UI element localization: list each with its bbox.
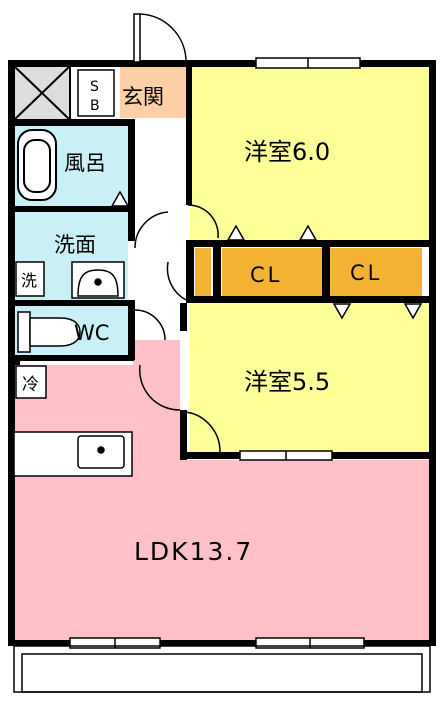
wall-western1-left (186, 60, 192, 205)
outer-wall-left (8, 60, 15, 646)
western-room-1-area (190, 66, 430, 241)
closet-2-area (330, 248, 422, 296)
wall-ldk-top-left (14, 361, 20, 365)
wall-closet-div-2 (322, 240, 330, 303)
shoe-box (77, 69, 115, 117)
meter-box-cross-2 (13, 65, 71, 121)
wall-entrance-bottom (14, 119, 134, 126)
fridge-mark: 冷 (22, 375, 39, 395)
wall-toilet-bottom (14, 355, 134, 361)
toilet (17, 311, 81, 353)
closet-1-area (222, 248, 322, 296)
wall-wet-right-lower (128, 300, 135, 360)
outer-wall-right (429, 60, 436, 646)
closet-2-label: CL (350, 261, 382, 285)
toilet-door (134, 309, 166, 341)
closet-1-label: CL (250, 263, 282, 287)
outer-wall-bottom (8, 640, 436, 646)
wall-closet-left (186, 240, 194, 303)
kitchen-counter (13, 431, 133, 477)
washroom-label: 洗面 (54, 233, 96, 257)
wall-bath-bottom (14, 206, 134, 212)
western2-ldk-door (185, 411, 221, 453)
shoe-box-mark-top: S (90, 79, 99, 95)
washer-box (15, 261, 45, 297)
ldk-label: LDK13.7 (134, 537, 253, 566)
wash-door (134, 211, 169, 249)
entrance-label: 玄関 (122, 85, 164, 109)
bathtub (17, 129, 57, 201)
wall-wet-right (128, 119, 135, 241)
shoe-box-mark-bottom: B (90, 98, 100, 114)
western1-door (187, 204, 219, 239)
western2-door (166, 261, 187, 301)
entrance-area (120, 66, 186, 118)
wall-western2-left (180, 303, 187, 331)
closet-strip-left (195, 248, 211, 296)
bath-label: 風呂 (64, 151, 106, 175)
washer-mark: 洗 (21, 271, 37, 290)
front-door (133, 13, 187, 63)
wall-western2-left-lower (180, 410, 187, 460)
wall-wash-bottom (14, 300, 134, 306)
fridge-box (15, 365, 47, 399)
wall-closet-bottom (186, 296, 436, 303)
wash-basin (71, 261, 125, 299)
wall-closet-div-1 (213, 240, 221, 303)
outer-wall-top-left (8, 60, 188, 67)
window-western2-bottom (239, 450, 333, 461)
window-top (255, 57, 361, 69)
balcony (13, 645, 431, 693)
wall-closet-top (186, 240, 436, 247)
toilet-label: WC (74, 321, 109, 345)
western-room-1-label: 洋室6.0 (244, 138, 330, 166)
ldk-door (138, 364, 181, 411)
western-room-2-area (190, 302, 430, 452)
ldk-area (14, 340, 430, 642)
western-room-2-label: 洋室5.5 (244, 368, 330, 396)
closet-markers (110, 190, 423, 320)
